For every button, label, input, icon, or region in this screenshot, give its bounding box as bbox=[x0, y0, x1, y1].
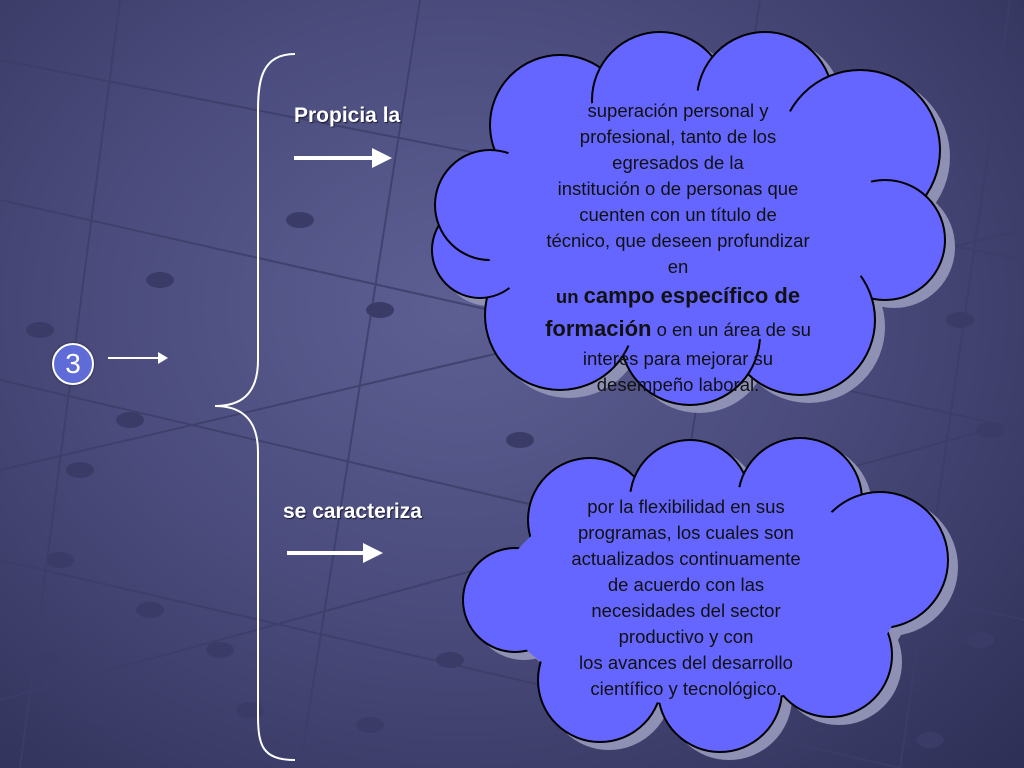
item-number-badge: 3 bbox=[52, 343, 94, 385]
cloud-bottom-line: los avances del desarrollo bbox=[579, 652, 793, 673]
label-se-caracteriza: se caracteriza bbox=[283, 500, 422, 523]
emph-prefix: un bbox=[555, 286, 584, 307]
label-propicia: Propicia la bbox=[294, 104, 401, 127]
cloud-bottom-line: necesidades del sector bbox=[591, 600, 781, 621]
cloud-top-line: desempeño laboral. bbox=[596, 374, 760, 395]
arrow-top bbox=[294, 148, 392, 168]
cloud-bottom-line: científico y tecnológico. bbox=[590, 678, 782, 699]
cloud-bottom-line: productivo y con bbox=[618, 626, 754, 647]
cloud-top-line: en bbox=[667, 256, 689, 277]
emph-text-1: campo específico de bbox=[583, 283, 801, 308]
cloud-bottom-line: de acuerdo con las bbox=[607, 574, 765, 595]
cloud-top bbox=[431, 31, 955, 413]
cloud-top-emph-line: un campo específico de bbox=[488, 280, 868, 313]
cloud-top-line: institución o de personas que bbox=[557, 178, 799, 199]
cloud-top-line: interés para mejorar su bbox=[582, 348, 774, 369]
cloud-bottom bbox=[462, 437, 958, 760]
cloud-bottom-text: por la flexibilidad en sus programas, lo… bbox=[516, 494, 856, 702]
cloud-bottom-line: por la flexibilidad en sus bbox=[587, 496, 785, 517]
emph-suffix: o en un área de su bbox=[651, 319, 811, 340]
cloud-bottom-line: actualizados continuamente bbox=[571, 548, 801, 569]
cloud-top-line: superación personal y bbox=[587, 100, 769, 121]
cloud-top-line: profesional, tanto de los bbox=[579, 126, 777, 147]
emph-text-2: formación bbox=[545, 316, 652, 341]
arrow-from-number bbox=[108, 352, 168, 364]
cloud-top-text: superación personal y profesional, tanto… bbox=[488, 98, 868, 398]
arrow-bottom bbox=[287, 543, 383, 563]
cloud-top-line: cuenten con un título de bbox=[579, 204, 777, 225]
cloud-bottom-line: programas, los cuales son bbox=[578, 522, 794, 543]
cloud-top-emph-line-2: formación o en un área de su bbox=[488, 313, 868, 346]
cloud-top-line: egresados de la bbox=[612, 152, 744, 173]
cloud-top-line: técnico, que deseen profundizar bbox=[546, 230, 810, 251]
curly-brace bbox=[214, 53, 296, 761]
